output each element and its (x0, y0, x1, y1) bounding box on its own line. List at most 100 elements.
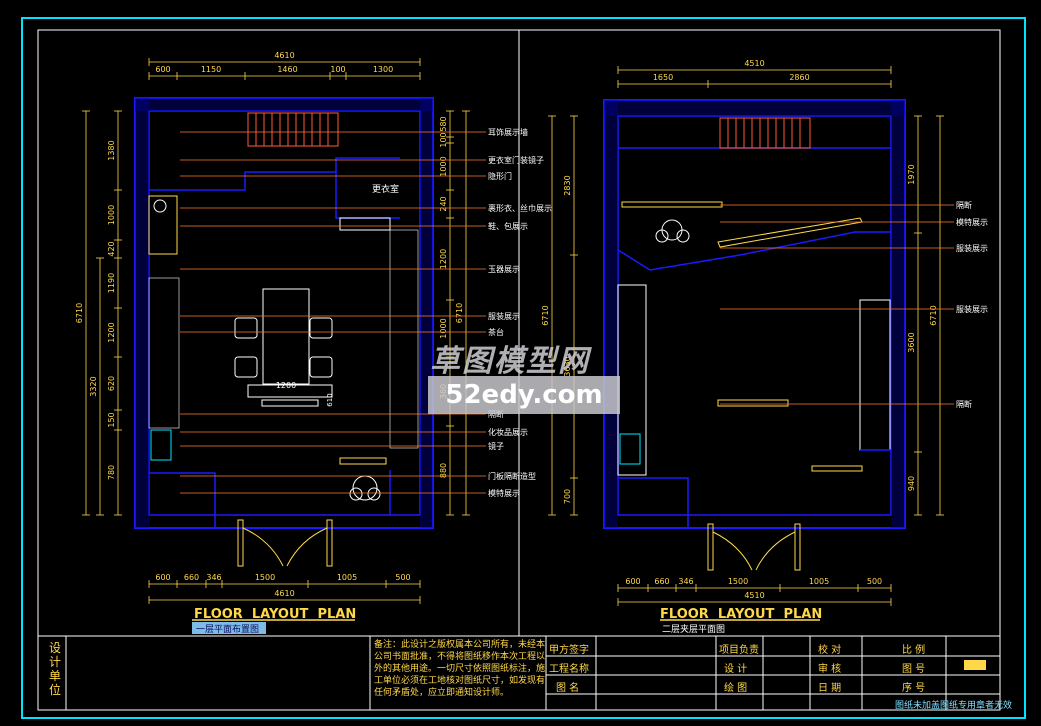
review-label: 审 核 (818, 664, 842, 675)
left-annotation-5: 玉器展示 (488, 265, 520, 274)
left-annotation-3: 裹形衣、丝巾展示 (488, 203, 552, 213)
left-annotation-1: 更衣室门装镜子 (488, 155, 544, 165)
left-bottom-dim-label: 660 (184, 573, 199, 582)
left-side-dim-label: 780 (107, 465, 116, 480)
left-bottom-dim-label: 1500 (255, 573, 275, 582)
left-bottom-total-dim-label: 4610 (274, 589, 294, 598)
right-annotation-2: 服装展示 (956, 243, 988, 253)
right-left-dim-label: 700 (563, 489, 572, 504)
right-plan-title-en: FLOOR LAYOUT PLAN (660, 607, 822, 622)
left-annotation-4: 鞋、包展示 (488, 221, 528, 231)
right-bottom-dim-label: 600 (625, 577, 640, 586)
remarks-note: 备注：此设计之版权属本公司所有，未经本公司书面批准，不得将图纸移作本次工程以外的… (374, 640, 546, 698)
left-annotation-9: 化妆品展示 (488, 427, 528, 437)
right-bottom-dim-label: 1500 (728, 577, 748, 586)
right-annotation-3: 服装展示 (956, 304, 988, 314)
client-sign-label: 甲方签字 (549, 645, 589, 656)
date-label: 日 期 (818, 683, 842, 694)
left-right-dim-label: 1000 (439, 318, 448, 338)
project-member-label: 项目负责 (719, 645, 759, 656)
left-outer-wall (134, 97, 434, 529)
serial-no-label: 序 号 (902, 683, 926, 694)
drawing-no-label: 图 号 (902, 664, 926, 675)
left-entry-door (237, 519, 333, 567)
design-label: 设 计 (724, 664, 748, 675)
dressing-room-wall (149, 157, 400, 219)
left-side-dim-label: 150 (107, 412, 116, 427)
left-annotation-7: 茶台 (488, 327, 504, 337)
left-title-highlight (192, 622, 266, 634)
left-right-dim-label: 1200 (439, 249, 448, 269)
left-annotation-0: 耳饰展示墙 (488, 127, 528, 137)
scale-label: 比 例 (902, 645, 926, 656)
right-bottom-dim-label: 1005 (809, 577, 829, 586)
project-name-label: 工程名称 (549, 664, 589, 675)
right-right-dim-label: 1970 (907, 164, 916, 184)
left-annotation-8: 隔断 (488, 409, 504, 419)
outer-border (21, 17, 1026, 719)
left-top-dim-label: 1300 (373, 65, 393, 74)
right-stairs (719, 117, 811, 149)
left-top-dim-label: 1460 (277, 65, 297, 74)
right-inner-wall (617, 115, 892, 516)
left-plan-title-cn: 一层平面布置图 (196, 623, 259, 635)
left-plan-title-en: FLOOR LAYOUT PLAN (194, 607, 356, 622)
right-floor-plan (603, 99, 906, 571)
right-lower-walls (618, 449, 891, 528)
right-bottom-dim-label: 500 (867, 577, 882, 586)
drawing-name-label: 图 名 (556, 683, 580, 694)
left-right-dim-label: 1000 (439, 156, 448, 176)
left-side-dim-label: 620 (107, 376, 116, 391)
left-bottom-dim-label: 1005 (337, 573, 357, 582)
right-left-dim-label: 2830 (563, 175, 572, 195)
right-bottom-total-dim-label: 4510 (744, 591, 764, 600)
left-right-dim-label: 880 (439, 463, 448, 478)
right-wall-hatch-right (891, 100, 905, 528)
right-top-dim-label: 2860 (789, 73, 809, 82)
left-side-dim-label: 420 (107, 241, 116, 256)
left-side-total-a-label: 3320 (89, 376, 98, 396)
left-side-dim-label: 1000 (107, 205, 116, 225)
left-lower-walls (149, 470, 391, 528)
left-bottom-dim-label: 600 (155, 573, 170, 582)
left-side-dim-label: 1380 (107, 140, 116, 160)
right-annotation-1: 模特展示 (956, 217, 988, 227)
left-annotation-10: 镜子 (488, 441, 504, 451)
right-furniture (617, 201, 891, 476)
left-top-total-dim-label: 4610 (274, 51, 294, 60)
right-entry-door (707, 523, 801, 571)
mezzanine-edge (617, 147, 891, 271)
left-bottom-dim-label: 346 (206, 573, 221, 582)
right-top-total-dim-label: 4510 (744, 59, 764, 68)
table-depth-label: 610 (326, 393, 334, 406)
right-plan-title-cn: 二层夹层平面图 (662, 623, 725, 635)
footnote-text: 图纸未加盖图纸专用章者无效 (895, 701, 1013, 711)
left-wall-hatch-top (135, 98, 433, 111)
left-stairs (247, 112, 339, 147)
title-block (38, 635, 1000, 710)
left-annotation-2: 隐形门 (488, 171, 512, 181)
right-bottom-dim-label: 346 (678, 577, 693, 586)
right-right-dim-label: 940 (907, 476, 916, 491)
right-right-total-label: 6710 (929, 305, 938, 325)
right-left-total-label: 6710 (541, 305, 550, 325)
left-bottom-dim-label: 500 (395, 573, 410, 582)
left-furniture (148, 195, 391, 501)
left-right-dim-label: 240 (439, 196, 448, 211)
left-wall-hatch-left (135, 98, 149, 528)
left-side-dim-label: 1190 (107, 273, 116, 293)
watermark-cn: 草图模型网 (430, 344, 590, 379)
left-shelving (148, 229, 419, 449)
drawing-label: 绘 图 (724, 683, 748, 694)
watermark-url: 52edy.com (428, 376, 620, 414)
table-width-label: 1200 (276, 381, 296, 390)
right-annotation-4: 隔断 (956, 399, 972, 409)
left-top-dim-label: 1150 (201, 65, 221, 74)
right-wall-hatch-top (604, 100, 905, 116)
right-annotation-0: 隔断 (956, 200, 972, 210)
left-right-dim-label: 100 (439, 132, 448, 147)
right-bottom-dim-label: 660 (654, 577, 669, 586)
left-side-total-b-label: 6710 (75, 303, 84, 323)
designer-unit-label: 设计单位 (48, 641, 61, 697)
